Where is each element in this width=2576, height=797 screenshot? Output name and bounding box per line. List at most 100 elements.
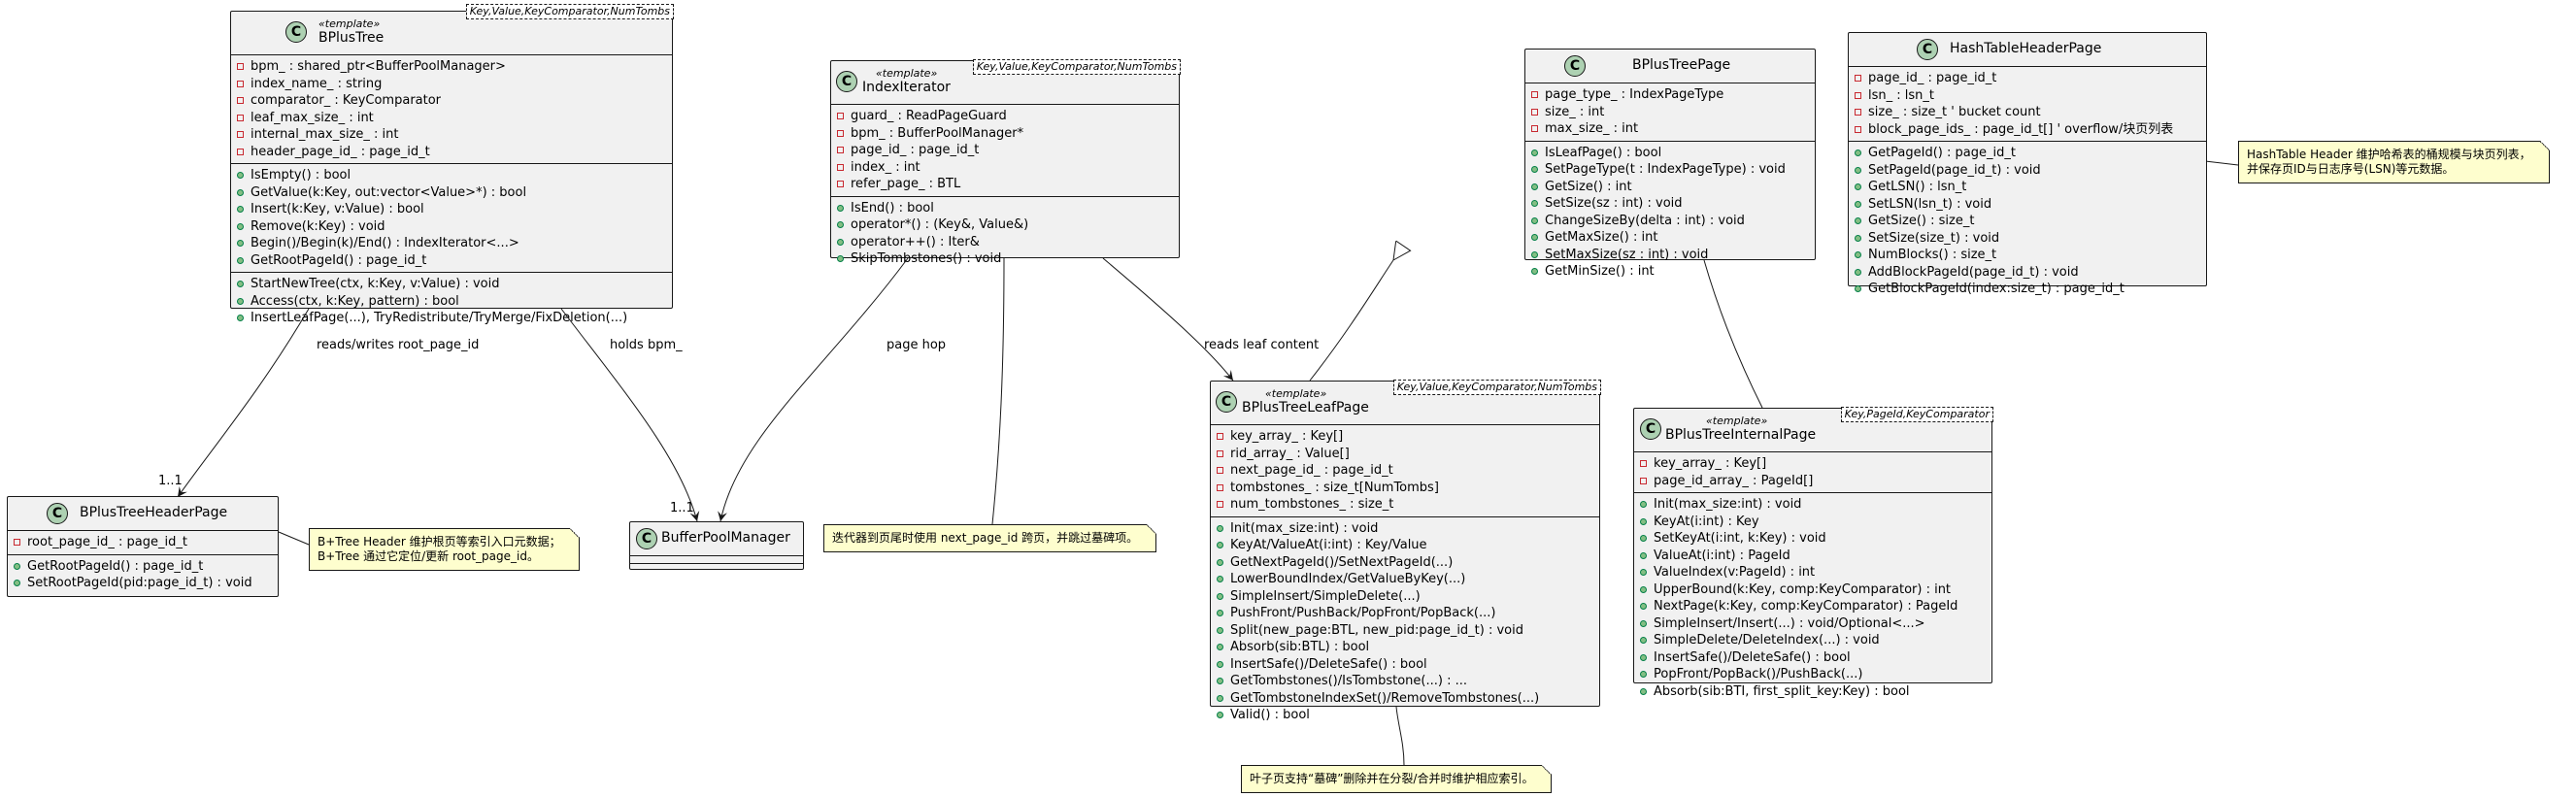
member-text: Insert(k:Key, v:Value) : bool xyxy=(251,202,424,216)
method-row: GetSize() : int xyxy=(1531,179,1809,196)
member-text: index_ : int xyxy=(851,159,920,175)
member-text: AddBlockPageId(page_id_t) : void xyxy=(1868,264,2079,280)
member-text: IsLeafPage() : bool xyxy=(1545,145,1662,160)
class-bplustreeheaderpage[interactable]: C BPlusTreeHeaderPage root_page_id_ : pa… xyxy=(7,496,279,597)
member-text: SetRootPageId(pid:page_id_t) : void xyxy=(27,576,252,590)
member-text: GetValue(k:Key, out:vector<Value>*) : bo… xyxy=(251,184,527,200)
private-visibility-icon xyxy=(1217,433,1223,441)
class-name: BPlusTreePage xyxy=(1632,57,1731,73)
public-visibility-icon xyxy=(237,240,244,248)
method-row: GetTombstoneIndexSet()/RemoveTombstones(… xyxy=(1217,690,1593,708)
member-text: NumBlocks() : size_t xyxy=(1868,248,1997,262)
public-visibility-icon xyxy=(1217,558,1223,566)
class-c-icon: C xyxy=(285,21,307,43)
method-row: InsertSafe()/DeleteSafe() : bool xyxy=(1217,656,1593,674)
class-indexiterator[interactable]: C «template» IndexIterator Key,Value,Key… xyxy=(830,59,1181,266)
member-text: SetSize(size_t) : void xyxy=(1868,230,2000,246)
public-visibility-icon xyxy=(1855,285,1861,293)
field-row: leaf_max_size_ : int xyxy=(237,110,666,127)
method-row: AddBlockPageId(page_id_t) : void xyxy=(1855,264,2200,282)
private-visibility-icon xyxy=(1531,108,1538,116)
private-visibility-icon xyxy=(837,113,844,120)
member-text: GetBlockPageId(index:size_t) : page_id_t xyxy=(1868,282,2124,296)
method-row: IsLeafPage() : bool xyxy=(1531,145,1809,162)
field-row: page_id_array_ : PageId[] xyxy=(1640,473,1986,490)
member-text: Begin()/Begin(k)/End() : IndexIterator<.… xyxy=(251,236,519,250)
method-row: GetLSN() : lsn_t xyxy=(1855,179,2200,196)
member-text: IsEnd() : bool xyxy=(851,200,934,216)
method-row: SetSize(sz : int) : void xyxy=(1531,195,1809,213)
method-row: GetMaxSize() : int xyxy=(1531,229,1809,247)
member-text: key_array_ : Key[] xyxy=(1230,429,1344,444)
private-visibility-icon xyxy=(237,148,244,155)
member-text: GetLSN() : lsn_t xyxy=(1868,180,1967,194)
method-row: PopFront/PopBack()/PushBack(...) xyxy=(1640,666,1986,683)
method-row: SetLSN(lsn_t) : void xyxy=(1855,196,2200,214)
method-row: GetBlockPageId(index:size_t) : page_id_t xyxy=(1855,281,2200,298)
note-hash-header: HashTable Header 维护哈希表的桶规模与块页列表， 并保存页ID与… xyxy=(2238,141,2550,183)
method-row: Absorb(sib:BTI, first_split_key:Key) : b… xyxy=(1640,683,1986,701)
member-text: Remove(k:Key) : void xyxy=(251,218,385,234)
method-row: GetNextPageId()/SetNextPageId(...) xyxy=(1217,554,1593,572)
member-text: GetMinSize() : int xyxy=(1545,264,1655,279)
class-c-icon: C xyxy=(1640,418,1661,440)
member-text: size_ : int xyxy=(1545,104,1605,119)
public-visibility-icon xyxy=(14,562,20,570)
member-text: GetTombstoneIndexSet()/RemoveTombstones(… xyxy=(1230,690,1540,706)
private-visibility-icon xyxy=(1217,449,1223,457)
class-bplustreeleafpage[interactable]: C «template» BPlusTreeLeafPage Key,Value… xyxy=(1210,380,1601,722)
field-row: block_page_ids_ : page_id_t[] ' overflow… xyxy=(1855,121,2200,139)
class-bufferpoolmanager[interactable]: C BufferPoolManager xyxy=(629,521,804,570)
note-leaf: 叶子页支持“墓碑”删除并在分裂/合并时维护相应索引。 xyxy=(1241,765,1553,793)
public-visibility-icon xyxy=(1855,268,1861,276)
method-row: operator++() : Iter& xyxy=(837,234,1173,251)
multiplicity-header: 1..1 xyxy=(158,474,183,488)
method-row: KeyAt(i:int) : Key xyxy=(1640,514,1986,531)
public-visibility-icon xyxy=(1855,149,1861,157)
private-visibility-icon xyxy=(1217,483,1223,491)
note-link-iterator xyxy=(991,257,1005,525)
method-row: GetValue(k:Key, out:vector<Value>*) : bo… xyxy=(237,184,666,202)
member-text: ChangeSizeBy(delta : int) : void xyxy=(1545,213,1745,228)
member-text: block_page_ids_ : page_id_t[] ' overflow… xyxy=(1868,121,2174,137)
class-c-icon: C xyxy=(1917,39,1938,60)
public-visibility-icon xyxy=(1531,234,1538,242)
private-visibility-icon xyxy=(237,97,244,105)
member-text: Valid() : bool xyxy=(1230,708,1310,722)
method-row: IsEnd() : bool xyxy=(837,200,1173,217)
class-bplustreepage[interactable]: C BPlusTreePage page_type_ : IndexPageTy… xyxy=(1524,49,1816,279)
multiplicity-bpm: 1..1 xyxy=(670,501,694,515)
class-bplustree[interactable]: C «template» BPlusTree Key,Value,KeyComp… xyxy=(230,4,674,325)
class-hashtableheaderpage[interactable]: C HashTableHeaderPage page_id_ : page_id… xyxy=(1848,32,2207,296)
private-visibility-icon xyxy=(1531,91,1538,99)
method-row: InsertLeafPage(...), TryRedistribute/Try… xyxy=(237,310,666,327)
field-row: page_type_ : IndexPageType xyxy=(1531,86,1809,104)
method-row: Init(max_size:int) : void xyxy=(1640,496,1986,514)
method-row: SimpleDelete/DeleteIndex(...) : void xyxy=(1640,632,1986,649)
class-name: BPlusTreeLeafPage xyxy=(1242,400,1369,415)
public-visibility-icon xyxy=(1640,585,1647,593)
class-bplustreeinternalpage[interactable]: C «template» BPlusTreeInternalPage Key,P… xyxy=(1633,407,1993,699)
method-row: Access(ctx, k:Key, pattern) : bool xyxy=(237,293,666,311)
stereotype: «template» xyxy=(1265,387,1327,400)
member-text: size_ : size_t ' bucket count xyxy=(1868,105,2041,119)
public-visibility-icon xyxy=(1217,644,1223,651)
member-text: SkipTombstones() : void xyxy=(851,251,1002,266)
class-header: C «template» BPlusTreeInternalPage Key,P… xyxy=(1634,407,1993,452)
private-visibility-icon xyxy=(14,539,20,547)
public-visibility-icon xyxy=(1640,569,1647,577)
member-text: GetSize() : size_t xyxy=(1868,214,1975,228)
edge-label-reads-writes-root: reads/writes root_page_id xyxy=(317,338,480,352)
method-row: Absorb(sib:BTL) : bool xyxy=(1217,639,1593,656)
method-row: GetSize() : size_t xyxy=(1855,213,2200,230)
member-text: max_size_ : int xyxy=(1545,121,1639,136)
fields-section: bpm_ : shared_ptr<BufferPoolManager>inde… xyxy=(231,55,672,164)
class-c-icon: C xyxy=(47,503,68,524)
public-visibility-icon xyxy=(14,580,20,587)
public-visibility-icon xyxy=(237,206,244,214)
member-text: internal_max_size_ : int xyxy=(251,127,399,142)
